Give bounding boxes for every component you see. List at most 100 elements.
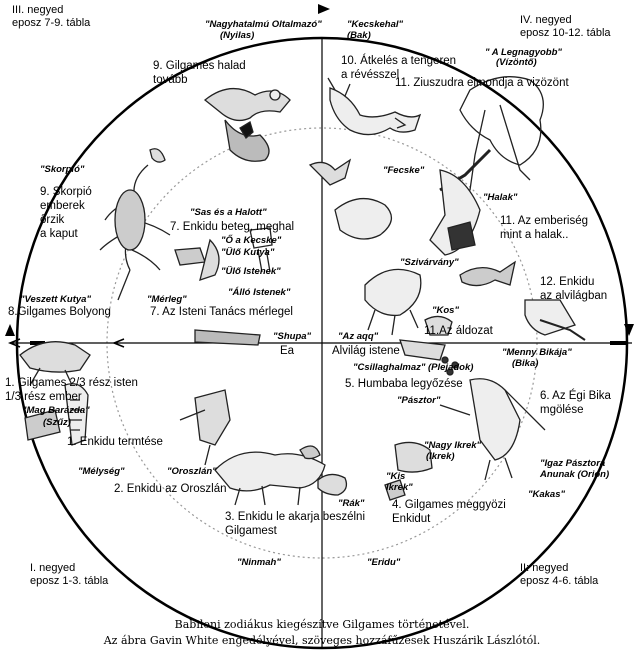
- label-halak: "Halak": [483, 192, 518, 203]
- label-sas: "Sas és a Halott": [190, 207, 267, 218]
- label-merleg: "Mérleg": [147, 294, 187, 305]
- story-8-wander: 8.Gilgames Bolyong: [8, 306, 111, 318]
- story-9s-line4: a kaput: [40, 228, 78, 240]
- warrior-figure-icon: [194, 389, 231, 446]
- label-nagy-ikrek: "Nagy Ikrek": [424, 440, 482, 451]
- quarter-1-line2: eposz 1-3. tábla: [30, 575, 109, 587]
- standing-gods-icon: [174, 247, 206, 266]
- label-bak: (Bak): [347, 30, 371, 41]
- label-vizonto: (Vízöntő): [496, 57, 537, 68]
- story-6-line2: mgölése: [540, 404, 584, 416]
- label-pasztor: "Pásztor": [397, 395, 441, 406]
- quarter-1-line1: I. negyed: [30, 562, 76, 574]
- label-szuz: (Szűz): [43, 417, 71, 428]
- story-9-line1: 9. Gilgames halad: [153, 60, 246, 72]
- label-veszett-kutya: "Veszett Kutya": [20, 294, 91, 305]
- label-alvilag: Alvilág istene: [332, 345, 400, 357]
- label-menny-bikaja: "Menny Bikája": [502, 347, 572, 358]
- label-rak: "Rák": [338, 498, 365, 509]
- label-ninmah: "Ninmah": [237, 557, 281, 568]
- story-9s-line2: emberek: [40, 200, 85, 212]
- quarter-4-line2: eposz 10-12. tábla: [520, 27, 611, 39]
- orion-figure-icon: [469, 378, 521, 461]
- label-kecskehal: "Kecskehal": [347, 19, 404, 30]
- story-9-line2: tovább: [153, 74, 188, 86]
- label-skorpio: "Skorpió": [40, 164, 85, 175]
- label-az-aqq: "Az aqq": [338, 331, 379, 342]
- caption-line2: Az ábra Gavin White engedélyével, szöveg…: [103, 634, 541, 647]
- label-shupa: "Shupa": [273, 331, 312, 342]
- shupa-figure-icon: [194, 329, 261, 346]
- arrow-left-icon: [5, 324, 15, 336]
- label-kis-ikrek: "Kis: [386, 471, 406, 482]
- label-igaz-pasztora: "Igaz Pásztora: [540, 458, 606, 469]
- story-9s-line3: őrzik: [40, 214, 65, 226]
- twins-figure-icon: [394, 441, 433, 473]
- label-melyseg: "Mélység": [78, 466, 125, 477]
- quarter-3-line2: eposz 7-9. tábla: [12, 17, 91, 29]
- label-szivarvany: "Szivárvány": [400, 257, 459, 268]
- arrow-right-icon: [624, 324, 634, 336]
- story-3-line1: 3. Enkidu le akarja beszélni: [225, 511, 365, 523]
- story-11-sacrifice: 11.Az áldozat: [424, 325, 493, 337]
- story-1-line1: 1. Gilgames 2/3 rész isten: [5, 377, 138, 389]
- label-legnagyobb: " A Legnagyobb": [485, 47, 562, 58]
- story-12-line1: 12. Enkidu: [540, 276, 595, 288]
- quarter-2-line2: eposz 4-6. tábla: [520, 575, 599, 587]
- swallow-figure-icon: [308, 158, 352, 186]
- story-11-mankind-2: mint a halak..: [500, 229, 569, 241]
- story-1-enkidu: 1. Enkidu termtése: [67, 436, 163, 448]
- quarter-4-line1: IV. negyed: [520, 14, 572, 26]
- story-2-lion: 2. Enkidu az Oroszlán: [114, 483, 227, 495]
- label-kos: "Kos": [432, 305, 459, 316]
- arrow-top-icon: [318, 4, 330, 14]
- label-nagy-ikrek-2: (Ikrek): [426, 451, 455, 462]
- seated-god-icon: [249, 227, 273, 273]
- label-nyilas: (Nyilas): [220, 30, 255, 41]
- label-fecske: "Fecske": [383, 165, 425, 176]
- story-7-council: 7. Az Isteni Tanács mérlegel: [150, 306, 293, 318]
- story-3-line2: Gilgamest: [225, 525, 277, 537]
- scorpion-figure-icon: [99, 148, 171, 301]
- capricorn-figure-icon: [327, 77, 422, 136]
- ram-figure-icon: [424, 315, 453, 336]
- crab-figure-icon: [317, 473, 348, 496]
- story-1-line2: 1/3 rész ember: [5, 391, 82, 403]
- label-bika: (Bika): [512, 358, 539, 369]
- goat-figure-icon: [364, 268, 422, 317]
- label-mag-barazda: "Mag Barázda": [22, 405, 90, 416]
- virgo-figure-icon: [24, 409, 61, 441]
- label-oroszlan: "Oroszlán": [167, 466, 217, 477]
- zodiac-figures: [19, 76, 586, 506]
- label-kakas: "Kakas": [528, 489, 566, 500]
- story-6-line1: 6. Az Égi Bika: [540, 390, 611, 402]
- story-4-line1: 4. Gilgames meggyözi: [392, 499, 506, 511]
- label-ulo-istenek: "Ülő Istenek": [221, 266, 281, 277]
- quarter-2-line1: II: negyed: [520, 562, 569, 574]
- small-fish-icon: [459, 260, 516, 287]
- eagle-figure-icon: [334, 198, 392, 240]
- story-10-line2: a révésszel: [341, 69, 400, 81]
- story-12-line2: az alvilágban: [540, 290, 608, 302]
- caption-line1: Babiloni zodiákus kiegészítve Gilgames t…: [174, 618, 470, 631]
- label-nagyhatalmu: "Nagyhatalmú Oltalmazó": [205, 19, 322, 30]
- label-ulo-kutya: "Ülő Kutya": [221, 247, 275, 258]
- label-o-kecske: "Ő a Kecske": [221, 235, 282, 246]
- sagittarius-figure-icon: [203, 88, 291, 162]
- label-kis-ikrek-2: Ikrek": [386, 482, 413, 493]
- quarter-3-line1: III. negyed: [12, 4, 64, 16]
- label-allo-istenek: "Álló Istenek": [228, 287, 291, 298]
- story-7-enkidu: 7. Enkidu beteg, meghal: [170, 221, 295, 233]
- story-5-humbaba: 5. Humbaba legyőzése: [345, 378, 463, 390]
- label-eridu: "Eridu": [367, 557, 401, 568]
- story-11-flood: 11. Ziuszudra elmondja a vizözönt: [395, 77, 569, 89]
- story-9s-line1: 9. Skorpió: [40, 186, 92, 198]
- story-4-line2: Enkidut: [392, 513, 431, 525]
- label-ea: Ea: [280, 345, 295, 357]
- lion-figure-icon: [214, 451, 326, 492]
- story-10-line1: 10. Átkelés a tengeren: [341, 55, 457, 67]
- label-csillaghalmaz: "Csillaghalmaz" (Plejadok): [353, 362, 474, 373]
- label-anunak: Anunak (Orion): [540, 469, 610, 480]
